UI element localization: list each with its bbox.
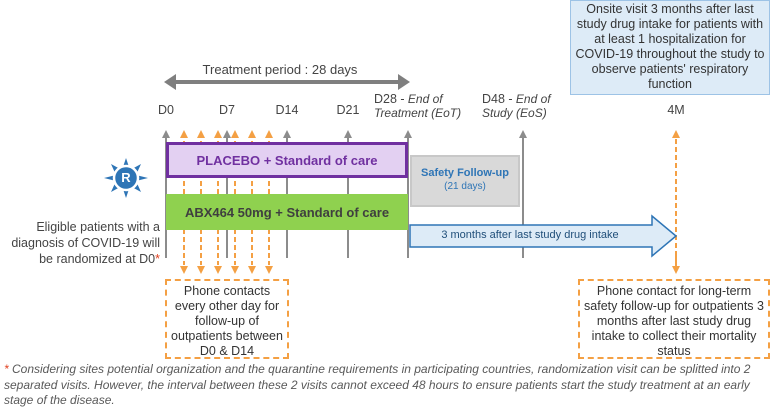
timepoint-d28: D28 - End of Treatment (EoT) <box>374 92 464 120</box>
timepoint-d28-note: End of Treatment (EoT) <box>374 92 462 120</box>
three-month-arrow-shape <box>409 214 678 258</box>
placebo-arm-suffix: + Standard of care <box>260 152 378 168</box>
timepoint-d7: D7 <box>219 103 235 117</box>
eligibility-asterisk: * <box>155 252 160 266</box>
timepoint-d28-label: D28 - <box>374 92 405 106</box>
eligibility-note: Eligible patients with a diagnosis of CO… <box>0 219 160 267</box>
onsite-visit-box: Onsite visit 3 months after last study d… <box>570 0 770 95</box>
timepoint-d48-label: D48 - <box>482 92 513 106</box>
active-arm-name: ABX464 50mg <box>184 204 272 220</box>
phone-contacts-note: Phone contacts every other day for follo… <box>171 284 283 358</box>
onsite-visit-note: Onsite visit 3 months after last study d… <box>575 2 765 91</box>
safety-followup-box: Safety Follow-up (21 days) <box>410 155 520 207</box>
treatment-period-label: Treatment period : 28 days <box>202 62 358 77</box>
randomization-badge-letter: R <box>121 170 131 185</box>
safety-followup-title: Safety Follow-up <box>421 167 509 179</box>
phone-contact-down-arrows <box>180 254 273 274</box>
randomization-badge-icon <box>104 158 148 198</box>
placebo-arm-name: PLACEBO <box>196 152 261 168</box>
timepoint-d0: D0 <box>158 103 174 117</box>
timepoint-4m: 4M <box>667 103 685 117</box>
footnote-text: Considering sites potential organization… <box>4 362 751 407</box>
footnote-asterisk: * <box>4 362 9 376</box>
eligibility-text: Eligible patients with a diagnosis of CO… <box>11 220 160 266</box>
footnote: * Considering sites potential organizati… <box>4 362 770 409</box>
timepoint-d48: D48 - End of Study (EoS) <box>482 92 562 120</box>
timepoint-d14: D14 <box>275 103 299 117</box>
active-arm-bar: ABX464 50mg + Standard of care <box>166 194 408 230</box>
timepoint-d21: D21 <box>336 103 360 117</box>
phone-contacts-box: Phone contacts every other day for follo… <box>165 279 289 359</box>
safety-followup-duration: (21 days) <box>444 181 486 192</box>
three-month-arrow-label: 3 months after last study drug intake <box>441 229 619 241</box>
treatment-period-arrowhead-left <box>164 74 176 90</box>
active-arm-suffix: + Standard of care <box>271 204 390 220</box>
phone-longterm-box: Phone contact for long-term safety follo… <box>578 279 770 359</box>
phone-longterm-note: Phone contact for long-term safety follo… <box>584 284 764 358</box>
placebo-arm-bar: PLACEBO + Standard of care <box>166 142 408 178</box>
treatment-period-arrowhead-right <box>398 74 410 90</box>
timepoint-d48-note: End of Study (EoS) <box>482 92 551 120</box>
